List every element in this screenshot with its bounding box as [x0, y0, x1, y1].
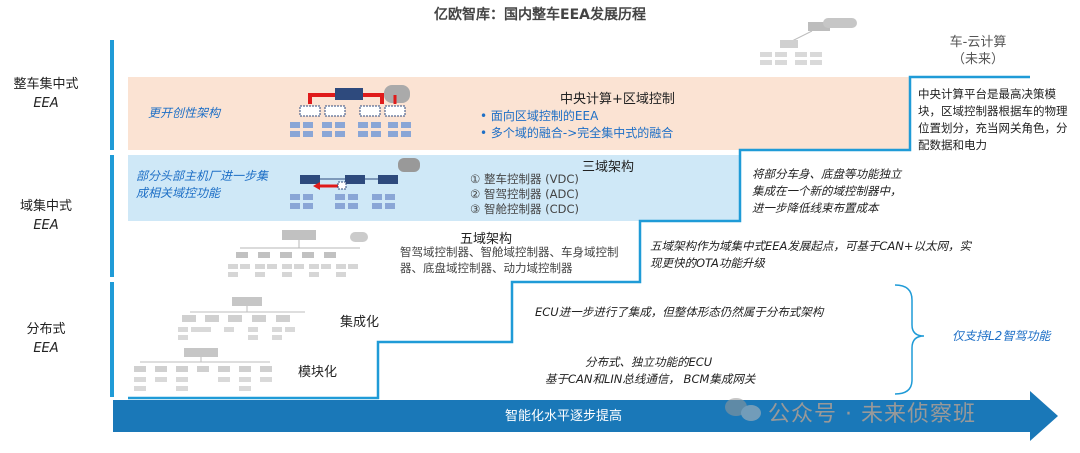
- staircase-line: [128, 75, 1030, 400]
- three-left-note: 部分头部主机厂进一步集成相关域控功能: [136, 169, 269, 200]
- central-left-note: 更开创性架构: [148, 106, 221, 120]
- bullet-item: • 多个域的融合->完全集中式的融合: [480, 126, 674, 140]
- five-desc: 智驾域控制器、智舱域控制器、车身域控制器、底盘域控制器、动力域控制器: [400, 245, 619, 275]
- future-label: 车-云计算 （未来）: [918, 34, 1038, 68]
- level-distributed: 分布式 EEA: [6, 320, 86, 358]
- watermark: 公众号 · 未来侦察班: [768, 402, 976, 427]
- l2-note: 仅支持L2智驾功能: [952, 329, 1051, 343]
- page-title: 亿欧智库：国内整车EEA发展历程: [434, 7, 646, 23]
- level-zh: 整车集中式: [13, 77, 79, 92]
- level-en: EEA: [33, 96, 59, 111]
- five-heading: 五域架构: [460, 232, 513, 247]
- wechat-icon: [725, 398, 761, 421]
- level-zh: 分布式: [26, 322, 66, 337]
- three-items: ① 整车控制器 (VDC) ② 智驾控制器 (ADC) ③ 智舱控制器 (CDC…: [470, 172, 579, 217]
- level-zh: 域集中式: [19, 199, 72, 214]
- level-vehicle-centralized: 整车集中式 EEA: [6, 75, 86, 113]
- arrow-label: 智能化水平逐步提高: [505, 409, 623, 424]
- level-en: EEA: [33, 218, 59, 233]
- list-item: ② 智驾控制器 (ADC): [470, 187, 579, 201]
- list-item: ③ 智舱控制器 (CDC): [470, 202, 580, 216]
- three-heading: 三域架构: [582, 160, 635, 175]
- cloud-diagram-future: [760, 18, 857, 65]
- level-divider-bar: [110, 40, 114, 150]
- five-right-note: 五域架构作为域集中式EEA发展起点，可基于CAN+以太网，实现更快的OTA功能升…: [650, 239, 972, 270]
- band-central: [128, 77, 910, 150]
- level-domain-centralized: 域集中式 EEA: [6, 197, 86, 235]
- central-bullets: • 面向区域控制的EEA • 多个域的融合->完全集中式的融合: [480, 108, 673, 142]
- bullet-item: • 面向区域控制的EEA: [480, 109, 599, 123]
- future-line1: 车-云计算: [949, 35, 1007, 50]
- future-line2: （未来）: [951, 52, 1004, 67]
- three-domain-diagram: [290, 158, 420, 209]
- central-computing-diagram: [290, 85, 411, 137]
- level-en: EEA: [33, 341, 59, 356]
- modular-label: 模块化: [298, 365, 338, 380]
- modular-note-2: 基于CAN和LIN总线通信， BCM集成网关: [545, 372, 756, 386]
- l2-brace: [894, 284, 925, 395]
- modular-right-note: 分布式、独立功能的ECU 基于CAN和LIN总线通信， BCM集成网关: [545, 354, 785, 388]
- progress-arrow: [113, 391, 1058, 441]
- integrated-right-note: ECU进一步进行了集成，但整体形态仍然属于分布式架构: [535, 305, 824, 319]
- central-heading: 中央计算+区域控制: [560, 92, 675, 107]
- modular-note-1: 分布式、独立功能的ECU: [585, 355, 713, 369]
- level-divider-bar: [110, 282, 114, 397]
- three-right-note: 将部分车身、底盘等功能独立集成在一个新的域控制器中，进一步降低线束布置成本: [752, 167, 902, 215]
- integrated-diagram: [178, 297, 305, 340]
- level-divider-bar: [110, 155, 114, 277]
- five-domain-diagram: [228, 230, 368, 277]
- band-three-domain: [128, 155, 740, 221]
- list-item: ① 整车控制器 (VDC): [470, 172, 579, 186]
- modular-diagram: [134, 348, 272, 391]
- integrated-label: 集成化: [340, 315, 380, 330]
- central-right-note: 中央计算平台是最高决策模块，区域控制器根据车的物理位置划分，充当网关角色，分配数…: [918, 87, 1068, 152]
